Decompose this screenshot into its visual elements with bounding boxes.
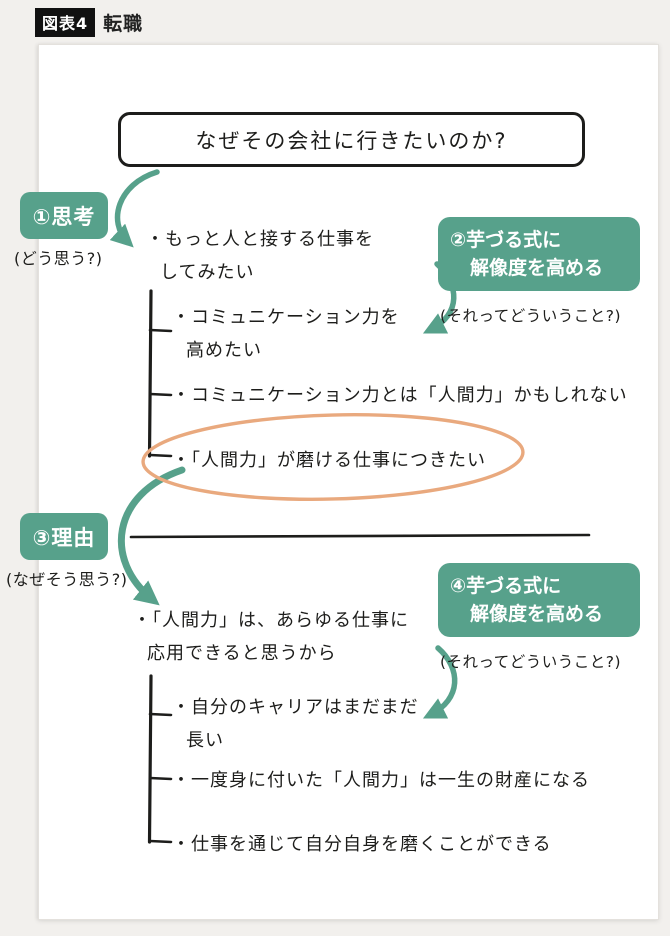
thought-branch-1-line1: ・コミュニケーション力を (172, 307, 400, 328)
figure-header: 図表4 転職 (35, 8, 143, 37)
reason-lead: ・「人間力」は、あらゆる仕事に 応用できると思うから (133, 604, 409, 670)
thought-lead: ・もっと人と接する仕事を してみたい (146, 223, 374, 289)
step2-label-line1: ②芋づる式に (450, 229, 562, 251)
figure-number-badge: 図表4 (35, 8, 96, 37)
thought-branch-1: ・コミュニケーション力を 高めたい (172, 301, 400, 367)
figure-title: 転職 (103, 13, 144, 35)
reason-branch-3: ・仕事を通じて自分自身を磨くことができる (172, 834, 552, 855)
reason-branch-1: ・自分のキャリアはまだまだ 長い (172, 691, 419, 757)
step3-badge: ③理由 (20, 513, 108, 560)
thought-branch-2: ・コミュニケーション力とは「人間力」かもしれない (172, 385, 628, 406)
step1-badge: ①思考 (20, 192, 108, 239)
thought-lead-line2: してみたい (160, 262, 255, 283)
reason-lead-line1: ・「人間力」は、あらゆる仕事に (133, 610, 409, 631)
reason-branch-1-line1: ・自分のキャリアはまだまだ (172, 697, 419, 718)
question-text: なぜその会社に行きたいのか? (195, 128, 508, 153)
step4-label-line2: 解像度を高める (470, 603, 604, 625)
reason-branch-1-line2: 長い (186, 730, 224, 751)
step3-hint: (なぜそう思う?) (6, 570, 128, 589)
step2-hint: (それってどういうこと?) (440, 307, 622, 325)
step1-hint: (どう思う?) (14, 249, 103, 268)
step3-label: ③理由 (32, 525, 96, 550)
step2-badge: ②芋づる式に 解像度を高める (438, 217, 640, 291)
step2-label-line2: 解像度を高める (470, 257, 604, 279)
step1-label: ①思考 (32, 204, 96, 229)
thought-branch-1-line2: 高めたい (186, 340, 262, 361)
thought-lead-line1: ・もっと人と接する仕事を (146, 229, 374, 250)
step4-label-line1: ④芋づる式に (450, 575, 562, 597)
question-box: なぜその会社に行きたいのか? (118, 112, 585, 167)
reason-lead-line2: 応用できると思うから (147, 643, 337, 664)
thought-branch-3: ・「人間力」が磨ける仕事につきたい (172, 450, 486, 471)
reason-branch-2: ・一度身に付いた「人間力」は一生の財産になる (172, 770, 590, 791)
step4-hint: (それってどういうこと?) (440, 653, 622, 671)
step4-badge: ④芋づる式に 解像度を高める (438, 563, 640, 637)
